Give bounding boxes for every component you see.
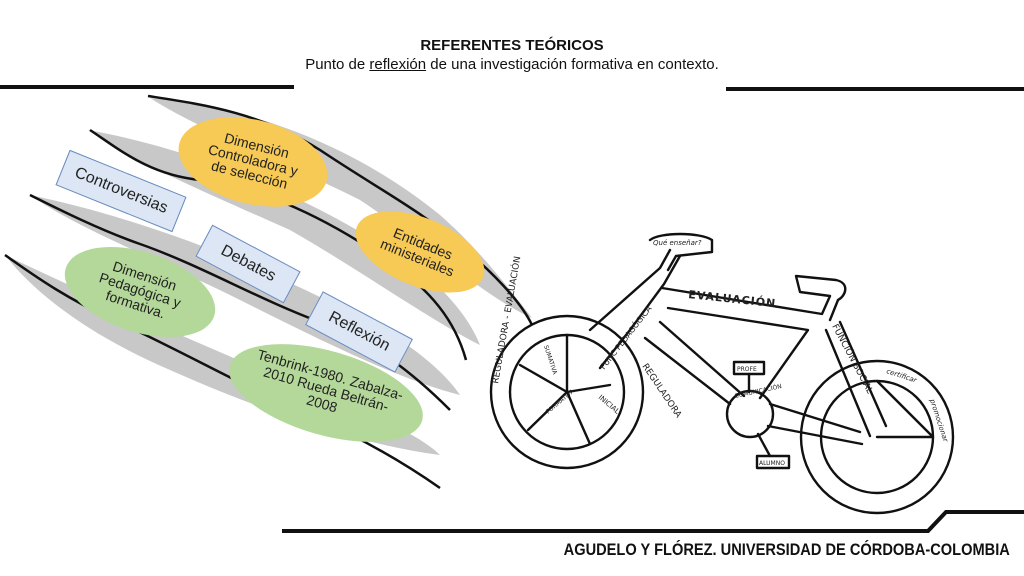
down-tube-2 xyxy=(643,336,732,406)
subtitle-part-2: de una investigación formativa en contex… xyxy=(426,56,719,73)
label-profe: PROFE xyxy=(737,366,757,373)
page-title: REFERENTES TEÓRICOS xyxy=(420,37,604,54)
label-comunicacion: COMUNICACIÓN xyxy=(734,383,783,400)
label-que-ensenar: Qué enseñar? xyxy=(653,239,702,247)
label-inicial: INICIAL xyxy=(597,393,621,415)
motion-line-4 xyxy=(4,253,441,490)
subtitle-part-1: Punto de xyxy=(305,56,370,73)
shadow-streak-1 xyxy=(150,98,532,318)
ellipse-controladora xyxy=(178,117,328,207)
crank-bottom xyxy=(756,432,772,458)
label-alumno: ALUMNO xyxy=(759,460,785,467)
chain-stay-2 xyxy=(766,424,864,446)
spoke-4 xyxy=(565,383,612,394)
page-subtitle: Punto de reflexión de una investigación … xyxy=(302,55,722,75)
pedal-bottom xyxy=(755,454,791,470)
fork xyxy=(588,248,682,370)
spoke-3 xyxy=(526,390,569,432)
label-reguladora-down: REGULADORA xyxy=(640,362,684,420)
ellipse-autores xyxy=(229,344,423,442)
down-tube xyxy=(658,320,746,398)
spoke-5 xyxy=(565,390,592,446)
header: REFERENTES TEÓRICOS Punto de reflexión d… xyxy=(0,36,1024,75)
footer-rule xyxy=(282,510,1024,533)
chain-stay xyxy=(768,402,862,434)
bicycle-illustration xyxy=(489,232,955,515)
front-wheel-outer xyxy=(489,314,645,470)
frame-upper xyxy=(666,306,810,400)
seat-stay-2 xyxy=(838,320,888,428)
shadow-streak-2 xyxy=(88,130,480,345)
seat-stay xyxy=(824,328,872,438)
subtitle-keyword: reflexión xyxy=(369,56,427,73)
motion-line-1 xyxy=(147,94,534,326)
rear-wheel-sector xyxy=(875,379,935,439)
motion-line-2 xyxy=(89,128,468,361)
pedal-gear xyxy=(725,389,775,439)
rear-wheel-outer xyxy=(799,359,955,515)
label-sumativa: SUMATIVA xyxy=(542,344,558,376)
label-evaluacion: EVALUACIÓN xyxy=(688,288,777,310)
ellipse-pedagogica xyxy=(64,246,216,338)
label-funcion-social: FUNCIÓN SOCIAL xyxy=(829,322,876,396)
footer-credit: AGUDELO Y FLÓREZ. UNIVERSIDAD DE CÓRDOBA… xyxy=(563,540,1010,559)
ellipse-entidades xyxy=(355,211,485,293)
spoke-2 xyxy=(518,363,569,394)
handlebar xyxy=(648,232,714,272)
top-tube xyxy=(660,274,847,322)
